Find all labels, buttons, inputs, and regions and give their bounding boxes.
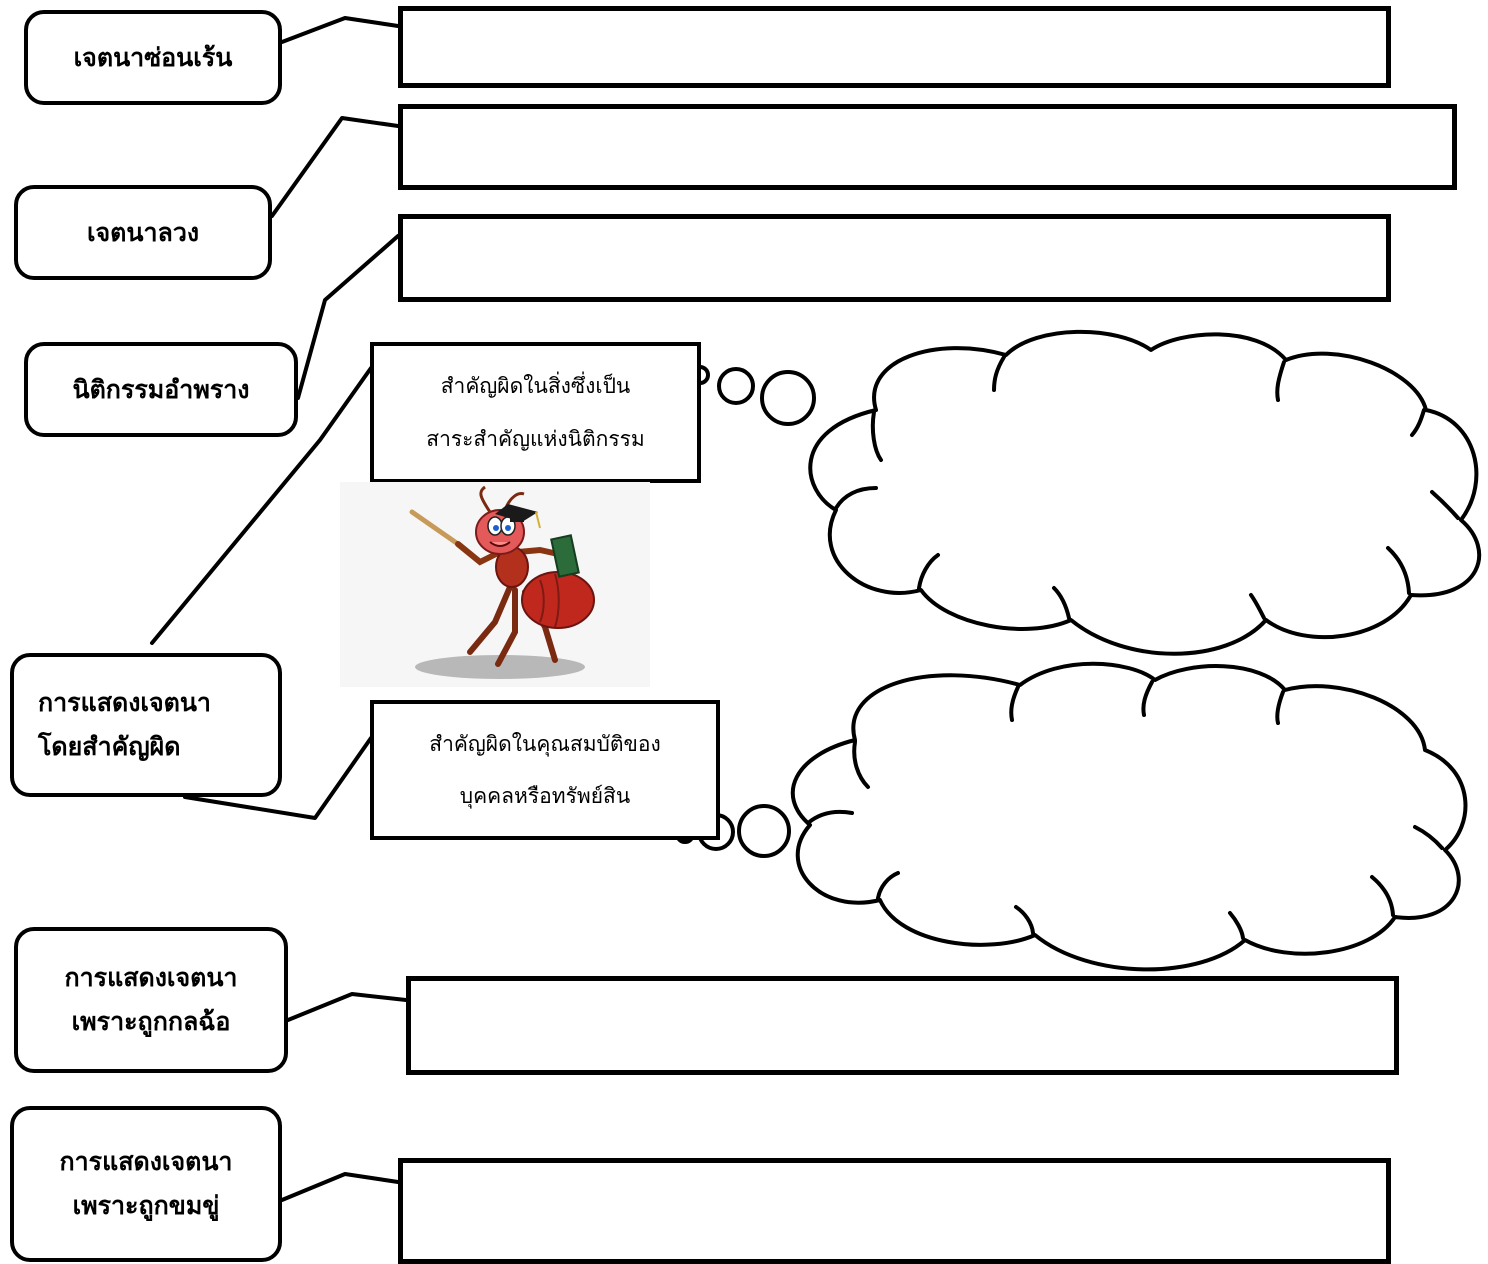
- answer-box-duress[interactable]: [398, 1158, 1391, 1264]
- label-sham-intent: เจตนาลวง: [14, 185, 272, 280]
- answer-box-sham-intent[interactable]: [398, 104, 1457, 190]
- answer-box-disguised-act[interactable]: [398, 214, 1391, 302]
- callout-text-line1: สำคัญผิดในคุณสมบัติของ: [429, 731, 661, 756]
- callout-text-line2: บุคคลหรือทรัพย์สิน: [459, 784, 631, 808]
- label-text-line1: การแสดงเจตนา: [59, 1147, 233, 1177]
- callout-quality-mistake: สำคัญผิดในคุณสมบัติของ บุคคลหรือทรัพย์สิ…: [370, 700, 720, 840]
- label-text-line2: เพราะถูกขมขู่: [72, 1191, 220, 1220]
- answer-cloud-essential-mistake[interactable]: [796, 320, 1486, 660]
- connector-disguised-act: [296, 234, 400, 400]
- callout-text-line1: สำคัญผิดในสิ่งซึ่งเป็น: [440, 374, 631, 398]
- label-disguised-act: นิติกรรมอำพราง: [24, 342, 298, 437]
- callout-essential-mistake: สำคัญผิดในสิ่งซึ่งเป็น สาระสำคัญแห่งนิติ…: [370, 342, 701, 483]
- connector-mistake-essential: [150, 366, 373, 645]
- label-text: นิติกรรมอำพราง: [72, 374, 250, 404]
- label-mistake: การแสดงเจตนา โดยสำคัญผิด: [10, 653, 282, 797]
- connector-mistake-quality: [183, 736, 373, 820]
- ant-teacher-illustration: [340, 482, 650, 687]
- callout-text-line2: สาระสำคัญแห่งนิติกรรม: [426, 426, 645, 451]
- label-text-line1: การแสดงเจตนา: [38, 688, 211, 718]
- thought-bubble-large: [760, 370, 816, 426]
- connector-duress: [280, 1172, 400, 1202]
- label-fraud: การแสดงเจตนา เพราะถูกกลฉ้อ: [14, 927, 288, 1073]
- label-text-line2: เพราะถูกกลฉ้อ: [71, 1007, 231, 1036]
- connector-hidden-intent: [280, 16, 400, 44]
- label-text-line1: การแสดงเจตนา: [64, 963, 238, 993]
- answer-box-fraud[interactable]: [406, 976, 1399, 1075]
- label-text: เจตนาลวง: [86, 217, 200, 247]
- connector-fraud: [286, 992, 408, 1022]
- label-duress: การแสดงเจตนา เพราะถูกขมขู่: [10, 1106, 282, 1262]
- label-hidden-intent: เจตนาซ่อนเร้น: [24, 10, 282, 105]
- connector-sham-intent: [270, 116, 400, 218]
- answer-box-hidden-intent[interactable]: [398, 6, 1391, 88]
- answer-cloud-quality-mistake[interactable]: [780, 655, 1470, 975]
- thought-bubble-large: [737, 804, 791, 858]
- label-text: เจตนาซ่อนเร้น: [73, 42, 233, 72]
- thought-bubble-medium: [717, 367, 755, 405]
- label-text-line2: โดยสำคัญผิด: [38, 732, 181, 761]
